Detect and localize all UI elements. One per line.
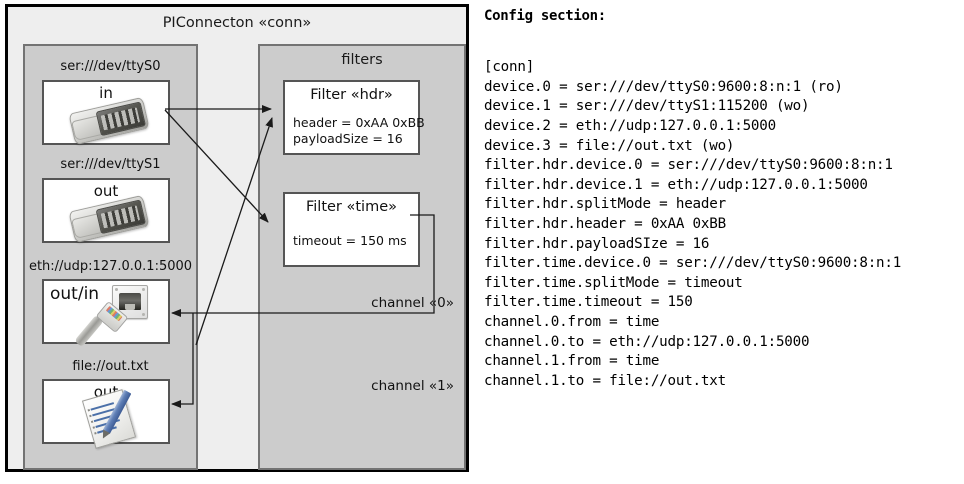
filter-prop-timeout: timeout = 150 ms <box>293 233 407 248</box>
device-card-eth-udp[interactable]: out/in <box>42 279 170 348</box>
filter-prop-payloadsize: payloadSize = 16 <box>293 131 403 146</box>
filter-prop-header: header = 0xAA 0xBB <box>293 115 425 130</box>
device-card-ttys0[interactable]: in <box>42 80 170 146</box>
device-card-ttys1[interactable]: out <box>42 178 170 244</box>
device-caption-ttys0: ser:///dev/ttyS0 <box>60 59 161 74</box>
device-caption-file-out: file://out.txt <box>72 359 149 374</box>
channel-label-0: channel «0» <box>371 295 454 311</box>
serial-dsub-connector-icon <box>68 194 150 244</box>
filters-panel-title: filters <box>341 52 383 68</box>
config-section: Config section: [conn] device.0 = ser://… <box>482 0 964 484</box>
device-card-label-out-in: out/in <box>50 284 100 304</box>
device-caption-ttys1: ser:///dev/ttyS1 <box>60 157 161 172</box>
filter-title-time: Filter «time» <box>305 199 398 215</box>
config-lines: [conn] device.0 = ser:///dev/ttyS0:9600:… <box>484 59 902 389</box>
diagram-title: PIConnecton «conn» <box>162 15 312 31</box>
device-card-label-in: in <box>99 84 113 102</box>
device-card-file-out[interactable]: out <box>42 379 170 449</box>
connector-outer-frame: PIConnecton «conn» filters ser:///dev/tt… <box>5 4 469 472</box>
filter-card-time[interactable]: Filter «time» timeout = 150 ms <box>283 192 420 267</box>
device-card-label-out-serial: out <box>93 182 119 200</box>
filter-card-hdr[interactable]: Filter «hdr» header = 0xAA 0xBB payloadS… <box>283 80 425 155</box>
channel-label-1: channel «1» <box>371 378 454 394</box>
serial-dsub-connector-icon <box>68 96 150 146</box>
device-card-label-out-file: out <box>93 383 119 401</box>
architecture-diagram: PIConnecton «conn» filters ser:///dev/tt… <box>0 0 478 484</box>
filter-title-hdr: Filter «hdr» <box>310 87 393 103</box>
config-heading: Config section: <box>484 8 606 24</box>
device-caption-eth-udp: eth://udp:127.0.0.1:5000 <box>28 259 193 274</box>
